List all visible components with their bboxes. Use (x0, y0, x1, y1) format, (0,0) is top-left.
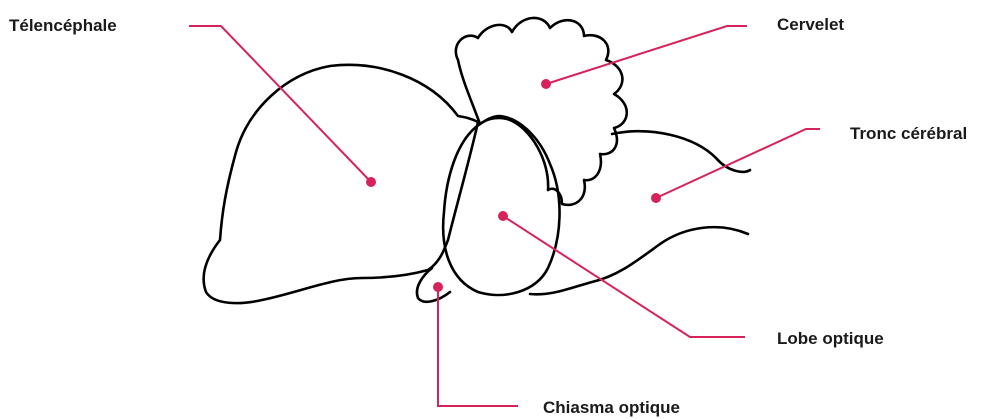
telencephale-outline (204, 65, 478, 303)
lobe-optique-outline (443, 116, 559, 295)
leader-lobe (503, 216, 745, 337)
leader-tronc (656, 129, 820, 198)
tronc-outline (612, 131, 750, 172)
cervelet-outline (456, 18, 627, 205)
label-lobe-optique: Lobe optique (777, 329, 884, 349)
leader-chiasma (438, 287, 518, 406)
dot-tronc (651, 193, 661, 203)
dot-chiasma (433, 282, 443, 292)
leader-cervelet (546, 26, 747, 84)
dot-lobe (498, 211, 508, 221)
label-chiasma-optique: Chiasma optique (543, 398, 680, 418)
label-tronc-cerebral: Tronc cérébral (850, 124, 967, 144)
label-cervelet: Cervelet (777, 15, 844, 35)
dot-telencephale (366, 177, 376, 187)
dot-cervelet (541, 79, 551, 89)
label-telencephale: Télencéphale (9, 16, 117, 36)
tronc-lower-outline (530, 227, 748, 294)
leader-telencephale (189, 26, 371, 182)
